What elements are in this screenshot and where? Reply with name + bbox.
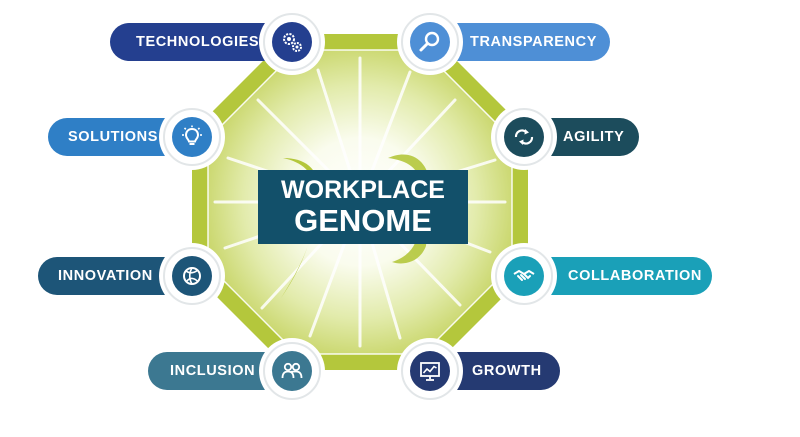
pill-label: AGILITY [563, 129, 625, 145]
handshake-icon [513, 270, 535, 281]
pill-label: GROWTH [472, 363, 542, 379]
pill-label: TECHNOLOGIES [136, 34, 260, 50]
people-icon [281, 362, 303, 379]
workplace-genome-logo: WORKPLACE GENOME [258, 170, 468, 244]
node-innovation [163, 247, 221, 305]
node-growth [401, 342, 459, 400]
node-collaboration [495, 247, 553, 305]
pill-label: SOLUTIONS [68, 129, 158, 145]
lightbulb-icon [182, 125, 202, 145]
magnifier-icon [419, 31, 440, 52]
chart-board-icon [420, 362, 440, 381]
logo-line-1: WORKPLACE [281, 176, 445, 204]
node-agility [495, 108, 553, 166]
gears-icon [283, 33, 302, 52]
node-solutions [163, 108, 221, 166]
node-transparency [401, 13, 459, 71]
cycle-arrows-icon [514, 129, 534, 145]
node-inclusion [263, 342, 321, 400]
pill-label: INNOVATION [58, 268, 153, 284]
node-technologies [263, 13, 321, 71]
globe-icon [183, 267, 201, 285]
pill-label: INCLUSION [170, 363, 256, 379]
pill-label: COLLABORATION [568, 268, 702, 284]
logo-line-2: GENOME [294, 203, 432, 238]
pill-label: TRANSPARENCY [470, 34, 597, 50]
